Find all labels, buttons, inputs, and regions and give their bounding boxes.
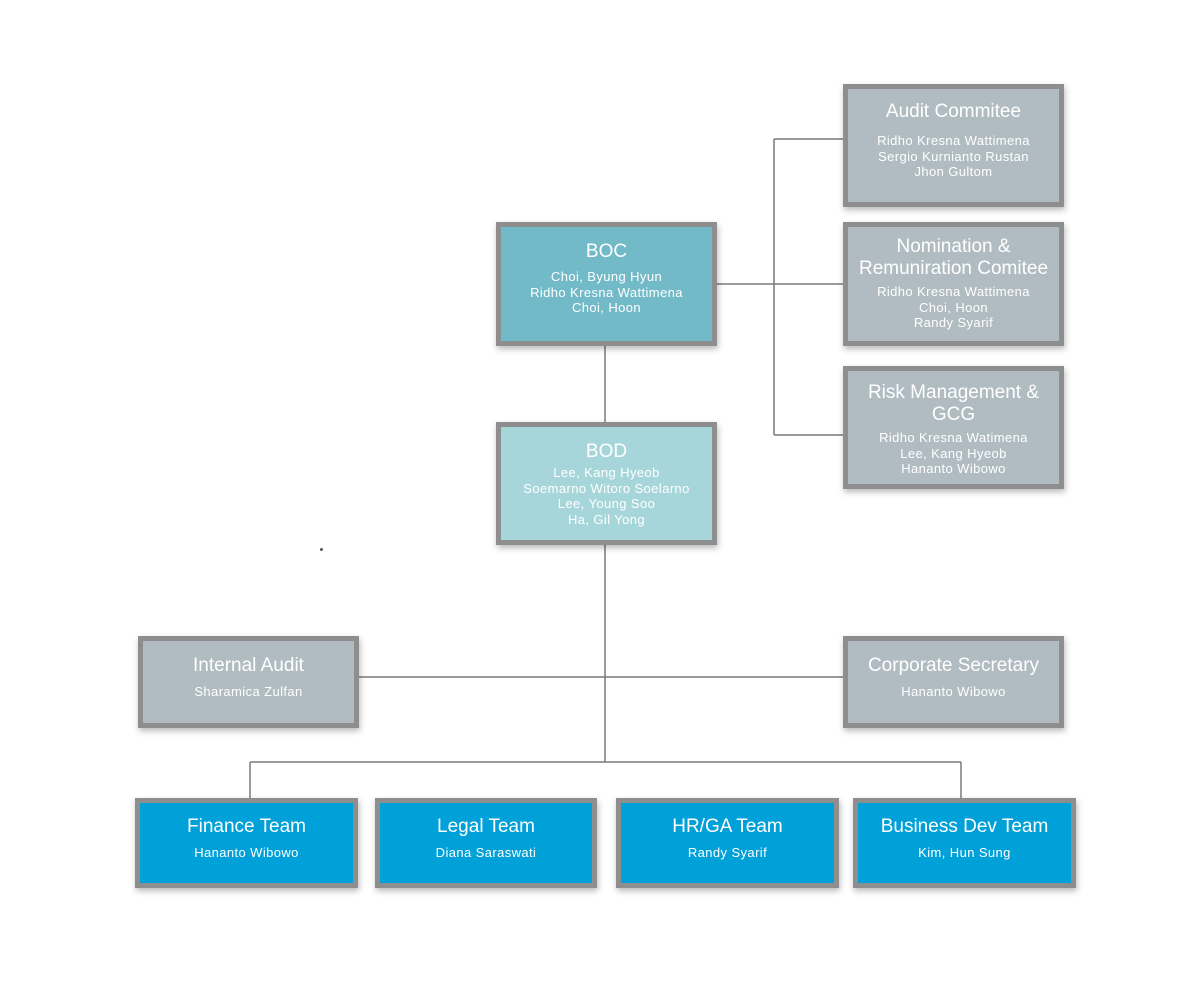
nomination-committee-box[interactable]: Nomination & Remuniration Comitee Ridho … xyxy=(843,222,1064,346)
bod-title: BOD xyxy=(585,441,628,462)
legal-team-box[interactable]: Legal Team Diana Saraswati xyxy=(375,798,597,888)
internal-audit-title: Internal Audit xyxy=(193,655,304,676)
nomination-committee-members: Ridho Kresna Wattimena Choi, Hoon Randy … xyxy=(877,284,1030,330)
hrga-team-title: HR/GA Team xyxy=(672,816,783,837)
bod-members: Lee, Kang Hyeob Soemarno Witoro Soelarno… xyxy=(523,465,690,527)
internal-audit-box[interactable]: Internal Audit Sharamica Zulfan xyxy=(138,636,359,728)
boc-title: BOC xyxy=(585,241,628,262)
audit-committee-members: Ridho Kresna Wattimena Sergio Kurnianto … xyxy=(877,133,1030,179)
audit-committee-box[interactable]: Audit Commitee Ridho Kresna Wattimena Se… xyxy=(843,84,1064,207)
corporate-secretary-title: Corporate Secretary xyxy=(867,655,1040,676)
finance-team-title: Finance Team xyxy=(187,816,306,837)
finance-team-box[interactable]: Finance Team Hananto Wibowo xyxy=(135,798,358,888)
stray-dot xyxy=(320,548,323,551)
corporate-secretary-box[interactable]: Corporate Secretary Hananto Wibowo xyxy=(843,636,1064,728)
bod-box[interactable]: BOD Lee, Kang Hyeob Soemarno Witoro Soel… xyxy=(496,422,717,545)
bizdev-team-members: Kim, Hun Sung xyxy=(918,845,1011,860)
boc-members: Choi, Byung Hyun Ridho Kresna Wattimena … xyxy=(530,269,683,315)
legal-team-members: Diana Saraswati xyxy=(435,845,537,860)
boc-box[interactable]: BOC Choi, Byung Hyun Ridho Kresna Wattim… xyxy=(496,222,717,346)
corporate-secretary-members: Hananto Wibowo xyxy=(901,684,1006,699)
audit-committee-title: Audit Commitee xyxy=(885,101,1022,122)
bizdev-team-box[interactable]: Business Dev Team Kim, Hun Sung xyxy=(853,798,1076,888)
finance-team-members: Hananto Wibowo xyxy=(194,845,299,860)
internal-audit-members: Sharamica Zulfan xyxy=(194,684,303,699)
nomination-committee-title: Nomination & Remuniration Comitee xyxy=(858,236,1049,279)
bizdev-team-title: Business Dev Team xyxy=(880,816,1049,837)
hrga-team-box[interactable]: HR/GA Team Randy Syarif xyxy=(616,798,839,888)
legal-team-title: Legal Team xyxy=(437,816,535,837)
hrga-team-members: Randy Syarif xyxy=(687,845,768,860)
risk-committee-members: Ridho Kresna Watimena Lee, Kang Hyeob Ha… xyxy=(879,430,1028,476)
risk-committee-title: Risk Management & GCG xyxy=(867,382,1040,425)
risk-committee-box[interactable]: Risk Management & GCG Ridho Kresna Watim… xyxy=(843,366,1064,489)
